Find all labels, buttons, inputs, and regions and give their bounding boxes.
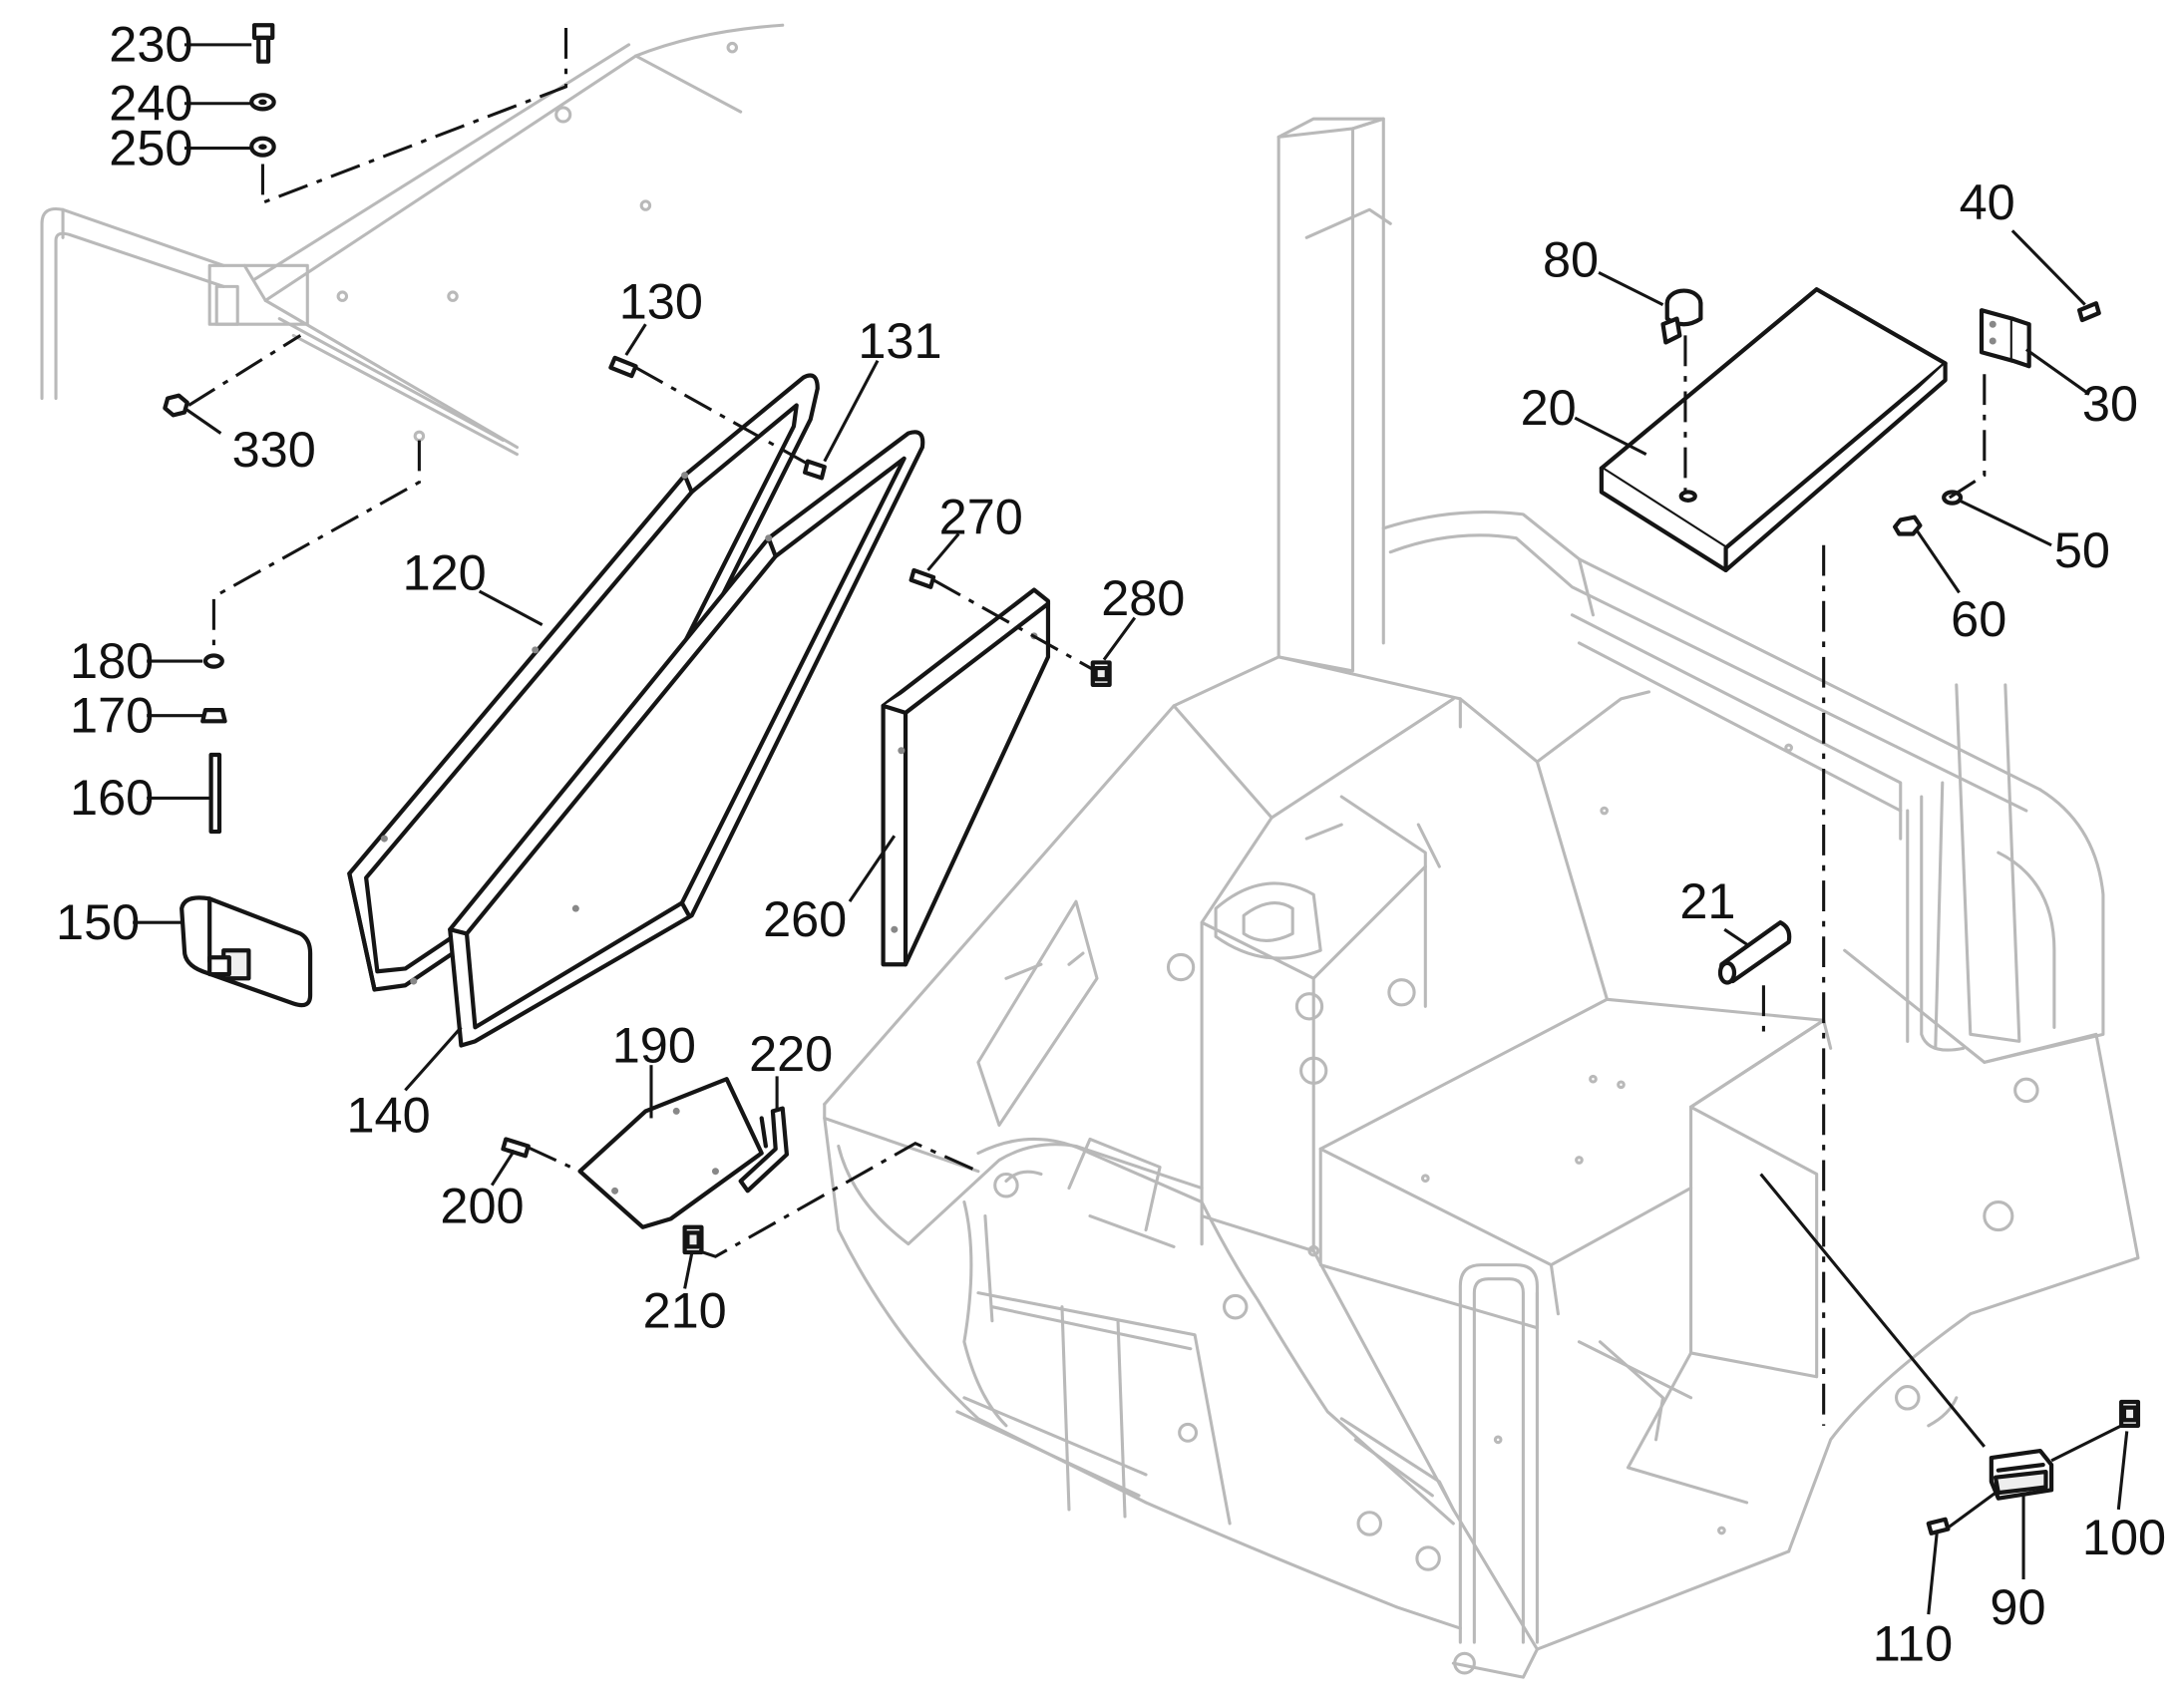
pin-21 bbox=[1717, 920, 1792, 985]
callout-260: 260 bbox=[763, 890, 847, 947]
callout-200: 200 bbox=[440, 1178, 524, 1234]
mirror-150 bbox=[180, 895, 313, 1008]
cab-roof-outline bbox=[252, 23, 785, 457]
handrail-left-outline bbox=[40, 207, 309, 401]
callout-230: 230 bbox=[109, 16, 192, 73]
screw-270 bbox=[908, 567, 936, 589]
washer-240 bbox=[249, 93, 276, 112]
callout-20: 20 bbox=[1521, 379, 1577, 436]
clip-100 bbox=[2119, 1399, 2141, 1428]
plate-190 bbox=[577, 1077, 764, 1229]
lid-20 bbox=[1599, 287, 1948, 573]
callout-21: 21 bbox=[1679, 872, 1735, 929]
nut-170 bbox=[200, 708, 227, 724]
lock-80 bbox=[1660, 288, 1703, 345]
screw-130 bbox=[608, 355, 638, 379]
nut-60 bbox=[1893, 514, 1923, 536]
callout-190: 190 bbox=[612, 1016, 696, 1073]
callout-50: 50 bbox=[2054, 521, 2110, 578]
callout-220: 220 bbox=[749, 1025, 833, 1082]
washer-180 bbox=[202, 653, 224, 669]
callout-250: 250 bbox=[109, 119, 192, 175]
latch-90 bbox=[1989, 1448, 2054, 1501]
clip-210 bbox=[682, 1224, 704, 1255]
callout-160: 160 bbox=[70, 769, 154, 826]
bracket-220 bbox=[738, 1106, 790, 1194]
callout-40: 40 bbox=[1960, 173, 2015, 230]
cab-body-outline bbox=[823, 117, 2140, 1679]
callout-30: 30 bbox=[2082, 375, 2138, 432]
stud-160 bbox=[208, 752, 222, 835]
callout-120: 120 bbox=[403, 544, 487, 601]
callout-90: 90 bbox=[1990, 1578, 2045, 1635]
callout-131: 131 bbox=[858, 312, 941, 369]
callout-labels: 230 240 250 330 180 170 160 150 130 131 … bbox=[56, 16, 2166, 1672]
callout-60: 60 bbox=[1951, 590, 2006, 647]
screw-110 bbox=[1926, 1517, 1951, 1536]
callout-80: 80 bbox=[1543, 231, 1599, 288]
callout-270: 270 bbox=[939, 488, 1023, 544]
callout-180: 180 bbox=[70, 632, 154, 689]
hinge-30 bbox=[1979, 308, 2031, 369]
callout-330: 330 bbox=[232, 421, 316, 478]
bolt-230 bbox=[251, 23, 275, 64]
callout-210: 210 bbox=[643, 1282, 727, 1339]
window-glass-140 bbox=[410, 430, 925, 1048]
callout-100: 100 bbox=[2082, 1509, 2166, 1565]
callout-140: 140 bbox=[347, 1086, 431, 1143]
screw-40 bbox=[2077, 301, 2101, 323]
callout-110: 110 bbox=[1873, 1614, 1953, 1671]
callout-170: 170 bbox=[70, 687, 154, 744]
nut-330 bbox=[163, 393, 189, 418]
washer-250 bbox=[249, 136, 276, 158]
callout-150: 150 bbox=[56, 893, 140, 950]
nut-131 bbox=[803, 459, 827, 481]
assembly-centerlines bbox=[187, 28, 1987, 1426]
callout-130: 130 bbox=[619, 273, 703, 330]
panel-260 bbox=[881, 587, 1051, 967]
clip-280 bbox=[1090, 660, 1112, 687]
callout-leaders bbox=[133, 43, 2129, 1615]
callout-240: 240 bbox=[109, 75, 192, 132]
screw-200 bbox=[501, 1137, 531, 1159]
callout-280: 280 bbox=[1101, 569, 1185, 626]
